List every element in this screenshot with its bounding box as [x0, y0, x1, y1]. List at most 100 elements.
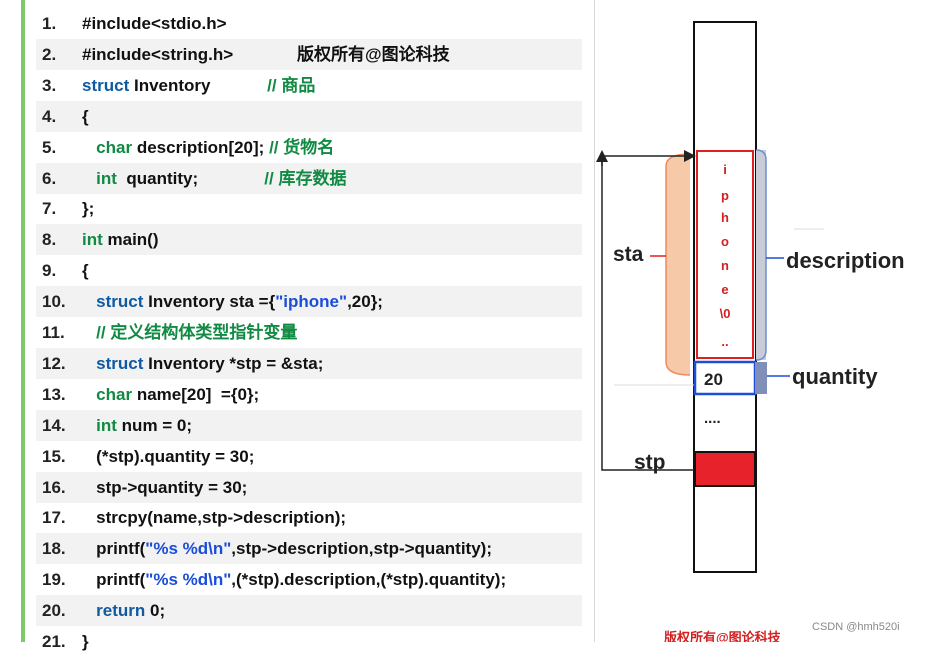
- code-token: {: [82, 261, 89, 281]
- stp-cell: [694, 451, 756, 487]
- line-number: 10.: [42, 292, 66, 312]
- code-line: 3. struct Inventory // 商品: [36, 70, 582, 101]
- line-number: 15.: [42, 446, 66, 466]
- copyright-note: 版权所有@图论科技: [297, 45, 450, 64]
- code-token: [82, 292, 96, 311]
- code-token: struct: [96, 292, 144, 312]
- code-token: ,(*stp).description,(*stp).quantity);: [231, 570, 507, 590]
- description-chars: iphone\0..: [720, 162, 731, 349]
- code-token: char: [96, 384, 133, 404]
- description-char: \0: [720, 306, 731, 321]
- description-label: description: [786, 248, 905, 273]
- code-listing: 1.#include<stdio.h>2.#include<string.h>3…: [21, 0, 595, 651]
- description-brace: [755, 149, 767, 361]
- quantity-brace: [755, 362, 767, 394]
- code-token: int: [96, 415, 117, 435]
- code-token: "%s %d\n": [145, 570, 232, 590]
- description-char: e: [721, 282, 728, 297]
- code-token: num = 0;: [116, 415, 193, 435]
- code-line: 16. stp->quantity = 30;: [36, 471, 582, 503]
- line-number: 19.: [42, 570, 66, 590]
- code-token: main(): [102, 230, 159, 250]
- quantity-label: quantity: [792, 364, 878, 389]
- code-token: printf(: [82, 570, 146, 590]
- code-token: return: [96, 601, 146, 621]
- code-token: [82, 354, 96, 373]
- code-line: 12. struct Inventory *stp = &sta;: [36, 347, 582, 379]
- code-token: };: [82, 199, 95, 219]
- code-token: [82, 169, 96, 188]
- code-line: 17. strcpy(name,stp->description);: [36, 502, 582, 533]
- watermark-text: CSDN @hmh520i: [812, 621, 900, 633]
- memory-diagram-svg: iphone\0.. 20 .... sta stp description q…: [596, 21, 905, 645]
- code-token: 0;: [145, 601, 166, 621]
- code-line: 9. {: [36, 255, 582, 286]
- code-line: 8. int main(): [36, 224, 582, 256]
- code-token: name[20] ={0};: [132, 384, 260, 404]
- description-char: p: [721, 188, 729, 203]
- line-number: 20.: [42, 601, 66, 621]
- description-char: h: [721, 210, 729, 225]
- line-number: 3.: [42, 75, 57, 95]
- code-token: {: [82, 106, 89, 126]
- code-token: quantity;: [116, 168, 265, 188]
- code-line: 1.#include<stdio.h>: [36, 8, 582, 39]
- quantity-value: 20: [704, 370, 723, 389]
- code-token: struct: [96, 353, 144, 373]
- code-token: [82, 323, 96, 342]
- ellipsis-text: ....: [704, 410, 721, 427]
- code-token: (*stp).quantity = 30;: [82, 446, 255, 466]
- code-token: [82, 416, 96, 435]
- line-number: 17.: [42, 508, 66, 528]
- sta-label: sta: [613, 243, 644, 266]
- code-token: "iphone": [275, 292, 348, 312]
- code-line: 2.#include<string.h>: [36, 38, 582, 70]
- sta-brace: [665, 153, 691, 376]
- code-token: printf(: [82, 539, 146, 559]
- line-number: 9.: [42, 261, 57, 281]
- code-token: // 定义结构体类型指针变量: [96, 323, 298, 342]
- code-token: int: [82, 230, 103, 250]
- code-line: 4. {: [36, 100, 582, 132]
- quantity-cell: [693, 360, 757, 396]
- code-line: 5. char description[20]; // 货物名: [36, 132, 582, 163]
- code-token: // 商品: [267, 75, 316, 95]
- line-number: 16.: [42, 477, 66, 497]
- code-token: Inventory: [133, 75, 268, 95]
- code-token: struct: [82, 75, 134, 95]
- code-token: #include<stdio.h>: [82, 14, 227, 33]
- code-line: 20. return 0;: [36, 595, 582, 627]
- description-char: o: [721, 234, 729, 249]
- code-line: 7.};: [36, 193, 582, 224]
- code-gutter-bar: [21, 0, 25, 642]
- code-line: 13. char name[20] ={0};: [36, 379, 582, 410]
- code-token: ,20};: [347, 292, 383, 312]
- stp-label: stp: [634, 451, 666, 474]
- line-number: 6.: [42, 168, 57, 188]
- code-token: [82, 138, 96, 157]
- line-number: 4.: [42, 106, 57, 126]
- code-token: description[20];: [132, 137, 270, 157]
- code-token: Inventory sta ={: [143, 292, 276, 312]
- line-number: 18.: [42, 539, 66, 559]
- code-token: [82, 601, 96, 620]
- line-number: 12.: [42, 353, 66, 373]
- code-token: stp->quantity = 30;: [82, 477, 248, 497]
- description-char: i: [723, 162, 727, 177]
- line-number: 2.: [42, 44, 57, 64]
- code-token: Inventory *stp = &sta;: [143, 353, 324, 373]
- code-line: 18. printf("%s %d\n",stp->description,st…: [36, 533, 582, 565]
- line-number: 13.: [42, 384, 66, 404]
- code-line: 10. struct Inventory sta ={"iphone",20};: [36, 286, 582, 318]
- description-char: n: [721, 258, 729, 273]
- code-token: // 货物名: [269, 137, 335, 157]
- line-number: 8.: [42, 230, 57, 250]
- code-token: "%s %d\n": [145, 539, 232, 559]
- code-token: // 库存数据: [264, 168, 347, 188]
- description-block: [696, 150, 754, 359]
- code-line: 6. int quantity; // 库存数据: [36, 162, 582, 194]
- line-number: 7.: [42, 199, 57, 219]
- stp-to-sta-arrow: [601, 150, 696, 471]
- line-number: 14.: [42, 415, 66, 435]
